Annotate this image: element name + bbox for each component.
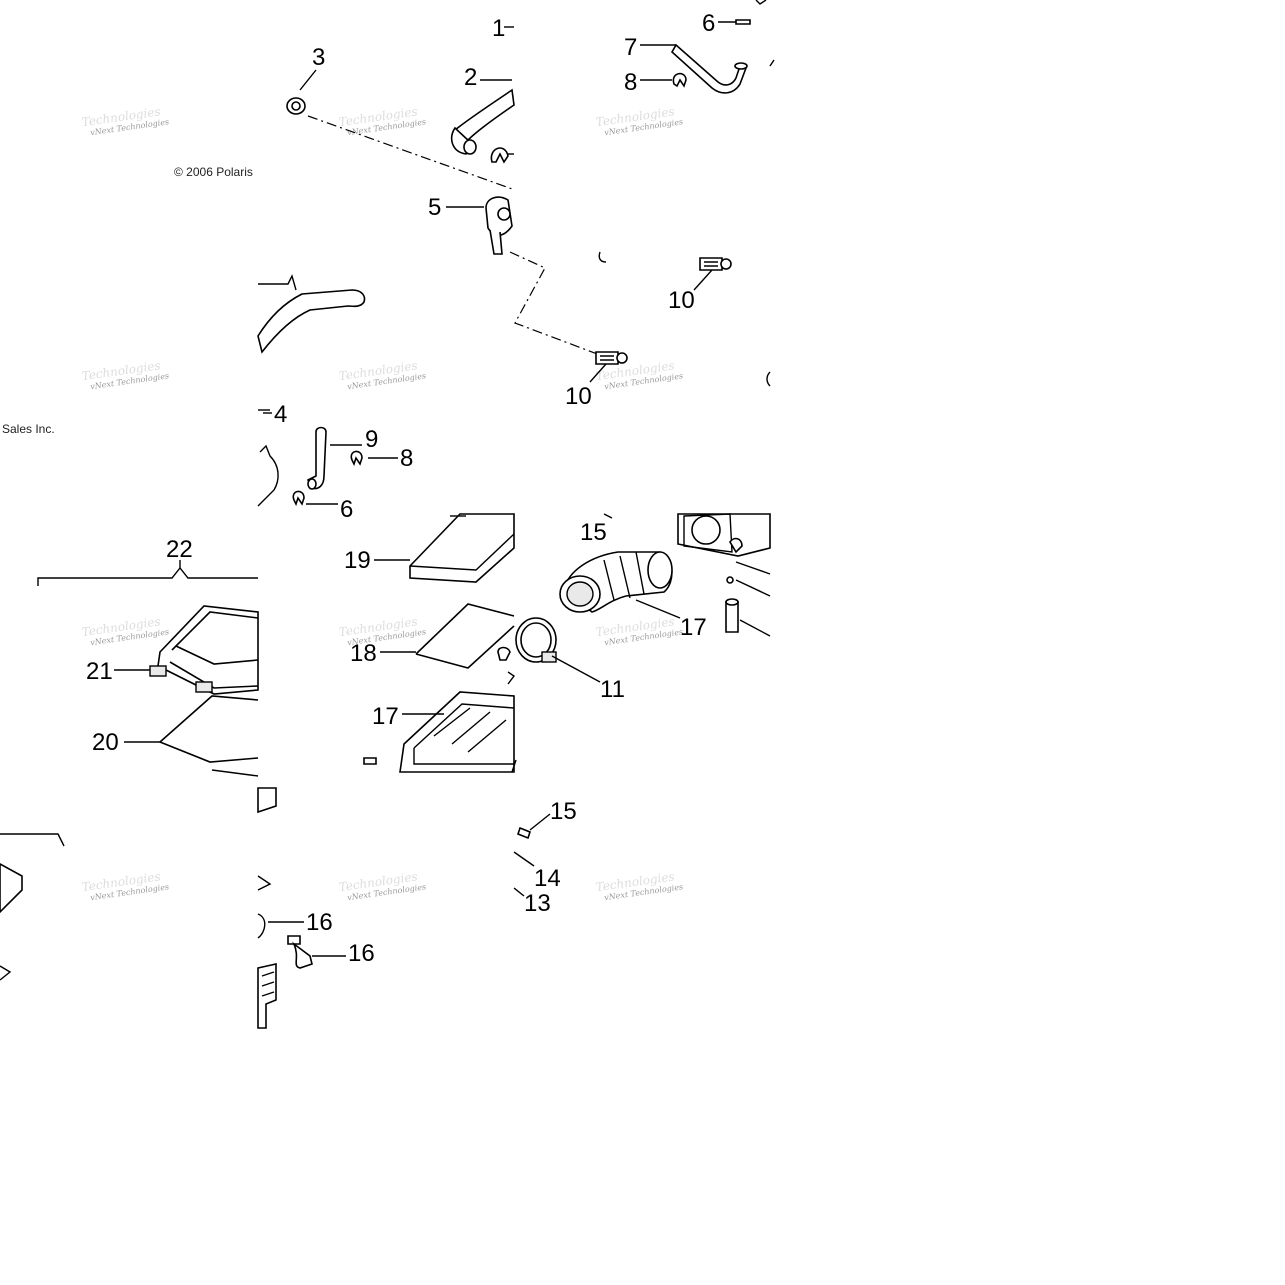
copyright-line: © 2006 Polaris <box>174 165 253 179</box>
part-grommet <box>286 69 317 115</box>
part-intake-duct <box>559 551 681 619</box>
callout-label: 14 <box>534 865 561 892</box>
copyright-line: Sales Inc. <box>2 422 55 436</box>
part-small-clamp <box>350 450 398 467</box>
part-box-fragment <box>0 833 65 981</box>
part-filter-element <box>374 513 515 583</box>
callout-label: 8 <box>400 445 413 472</box>
part-air-box-cover <box>114 605 259 695</box>
part-leader <box>513 851 535 867</box>
callout-label: 22 <box>166 536 193 563</box>
callout-label: 15 <box>550 798 577 825</box>
part-bolt <box>589 351 628 383</box>
part-breather-hose-upper <box>450 79 515 155</box>
callout-label: 17 <box>372 703 399 730</box>
part-small-fitting <box>718 19 751 25</box>
callout-label: 6 <box>340 496 353 523</box>
callout-label: 17 <box>680 614 707 641</box>
callout-label: 8 <box>624 69 637 96</box>
leader-lines <box>263 0 775 414</box>
part-small-clamp <box>640 72 687 88</box>
callout-label: 16 <box>306 909 333 936</box>
callout-label: 10 <box>668 287 695 314</box>
part-clip <box>287 935 346 969</box>
callout-label: 3 <box>312 44 325 71</box>
part-box-edge <box>257 875 277 1029</box>
part-gasket <box>124 695 277 814</box>
part-hose-clamp <box>490 147 514 164</box>
part-throttle-body-fragment <box>603 513 771 637</box>
callout-label: 16 <box>348 940 375 967</box>
callout-label: 15 <box>580 519 607 546</box>
part-small-clamp <box>292 490 338 507</box>
part-clip <box>257 913 304 939</box>
callout-label: 20 <box>92 729 119 756</box>
callout-label: 19 <box>344 547 371 574</box>
callout-label: 11 <box>600 676 625 703</box>
callout-label: 5 <box>428 194 441 221</box>
callout-label: 1 <box>492 15 505 42</box>
part-hose-clamp-large <box>515 617 601 683</box>
callout-label: 7 <box>624 34 637 61</box>
watermarks: Technologies vNext Technologies Technolo… <box>81 104 684 902</box>
callout-label: 6 <box>702 10 715 37</box>
callout-labels: 1 2 3 4 5 6 6 7 8 8 9 10 10 11 13 14 15 … <box>86 10 715 967</box>
part-prefilter <box>380 603 516 685</box>
part-air-box-base <box>363 691 517 773</box>
callout-label: 4 <box>274 401 287 428</box>
callout-label: 21 <box>86 658 113 685</box>
callout-label: 13 <box>524 890 551 917</box>
part-short-hose <box>306 426 362 490</box>
callout-label: 10 <box>565 383 592 410</box>
part-vent-hose <box>640 43 748 94</box>
part-bracket-group <box>37 560 258 586</box>
part-leader <box>513 887 525 897</box>
part-bolt <box>693 257 732 291</box>
part-screw <box>517 813 551 840</box>
part-breather-fitting <box>446 196 513 255</box>
part-drain-hose <box>257 274 366 411</box>
callout-label: 2 <box>464 64 477 91</box>
callout-label: 18 <box>350 640 377 667</box>
callout-label: 9 <box>365 426 378 453</box>
